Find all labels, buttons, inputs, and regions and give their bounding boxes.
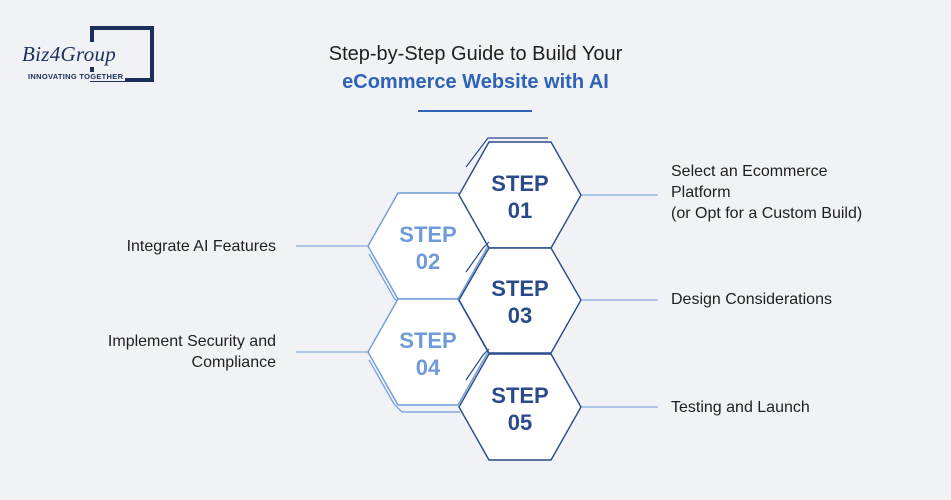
- step-02-word: STEP: [399, 222, 456, 247]
- step-05-number: 05: [508, 410, 532, 435]
- page-title-line-1: Step-by-Step Guide to Build Your: [328, 43, 623, 65]
- step-05-label: Testing and Launch: [671, 397, 810, 418]
- step-03-label: Design Considerations: [671, 289, 832, 310]
- step-01-word: STEP: [491, 171, 548, 196]
- step-04-label: Implement Security and Compliance: [108, 331, 276, 373]
- step-04-number: 04: [416, 355, 441, 380]
- step-02-label: Integrate AI Features: [127, 236, 276, 257]
- logo-tagline: INNOVATING TOGETHER: [28, 72, 126, 81]
- step-04-label-line-1: Implement Security and: [107, 333, 276, 350]
- step-02-number: 02: [416, 249, 440, 274]
- step-05-label-line-1: Testing and Launch: [671, 399, 810, 416]
- step-02-label-line-1: Integrate AI Features: [126, 238, 276, 255]
- page-title-line-2: eCommerce Website with AI: [342, 71, 609, 93]
- hexagon-step-05: STEP 05: [458, 348, 582, 461]
- hexagon-step-04: STEP 04: [367, 298, 489, 413]
- step-01-label-line-2: Platform: [671, 184, 731, 201]
- step-01-number: 01: [508, 198, 532, 223]
- logo-wordmark: Biz4Group: [22, 42, 120, 67]
- step-01-label-line-3: (or Opt for a Custom Build): [671, 205, 863, 222]
- step-03-number: 03: [508, 303, 532, 328]
- step-03-label-line-1: Design Considerations: [671, 291, 832, 308]
- step-01-label-line-1: Select an Ecommerce: [671, 163, 828, 180]
- hexagon-step-02: STEP 02: [367, 192, 489, 307]
- hexagon-step-03: STEP 03: [458, 241, 582, 354]
- step-05-word: STEP: [491, 383, 548, 408]
- step-04-label-line-2: Compliance: [191, 354, 276, 371]
- biz4group-logo[interactable]: Biz4Group INNOVATING TOGETHER: [22, 26, 157, 88]
- hexagon-step-01: STEP 01: [458, 137, 582, 249]
- step-03-word: STEP: [491, 276, 548, 301]
- step-04-word: STEP: [399, 328, 456, 353]
- connector-lines: [296, 194, 658, 408]
- step-01-label: Select an Ecommerce Platform (or Opt for…: [671, 161, 862, 224]
- title-underline: [418, 110, 532, 112]
